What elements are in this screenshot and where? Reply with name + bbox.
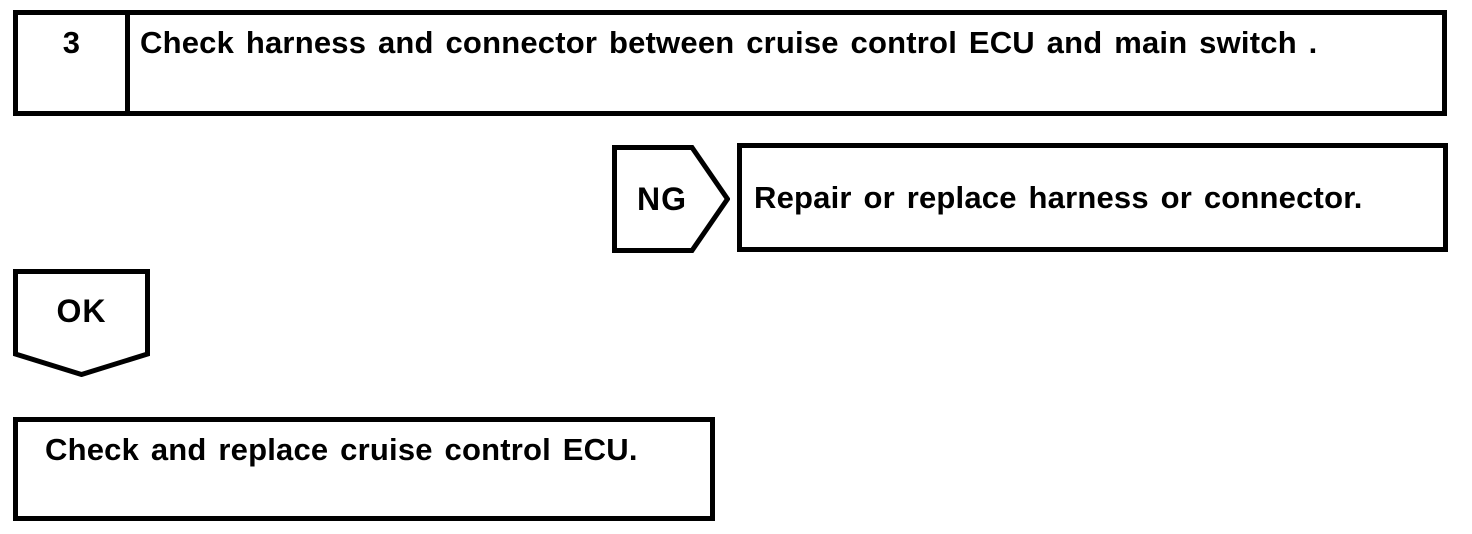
step-number-cell: 3 <box>18 15 130 111</box>
ng-branch-marker: NG <box>612 145 730 253</box>
ng-action-text: Repair or replace harness or connector. <box>754 179 1363 215</box>
ng-label: NG <box>637 180 687 217</box>
ng-action-box: Repair or replace harness or connector. <box>737 143 1448 252</box>
ok-result-box: Check and replace cruise control ECU. <box>13 417 715 521</box>
ok-result-text: Check and replace cruise control ECU. <box>45 432 638 467</box>
ng-pentagon-icon <box>612 145 730 253</box>
ok-label: OK <box>56 293 107 329</box>
ok-pentagon-icon <box>13 269 150 377</box>
step-instruction: Check harness and connector between crui… <box>140 25 1318 60</box>
ok-branch-marker: OK <box>13 269 150 377</box>
step-box: 3 Check harness and connector between cr… <box>13 10 1447 116</box>
step-number: 3 <box>62 25 81 60</box>
step-instruction-cell: Check harness and connector between crui… <box>130 15 1442 111</box>
